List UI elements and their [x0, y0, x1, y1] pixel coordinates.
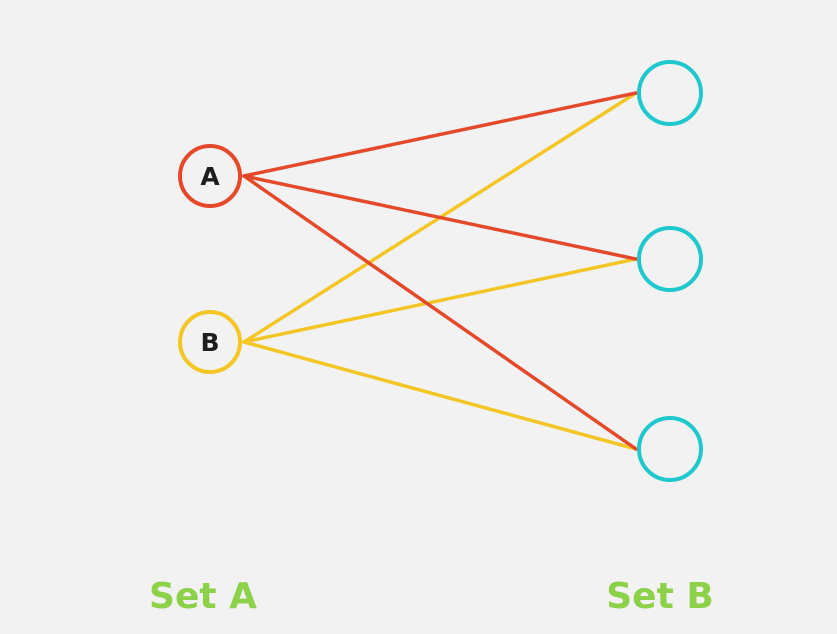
node-r3 — [637, 416, 703, 482]
node-a: A — [178, 144, 242, 208]
set-a-label: Set A — [149, 576, 257, 617]
node-b: B — [178, 310, 242, 374]
edge-a-r2 — [242, 174, 638, 261]
nodes-layer: AB — [178, 60, 703, 482]
edge-b-r2 — [242, 257, 638, 344]
node-a-label: A — [200, 162, 220, 191]
edge-a-r3 — [242, 174, 638, 451]
edge-a-r1 — [242, 91, 638, 178]
edge-b-r3 — [242, 340, 638, 451]
node-r2 — [637, 226, 703, 292]
node-r1 — [637, 60, 703, 126]
node-a-circle — [178, 144, 242, 208]
node-b-circle — [178, 310, 242, 374]
set-b-label: Set B — [606, 576, 714, 617]
edges-layer — [242, 91, 638, 451]
node-b-label: B — [200, 328, 219, 357]
